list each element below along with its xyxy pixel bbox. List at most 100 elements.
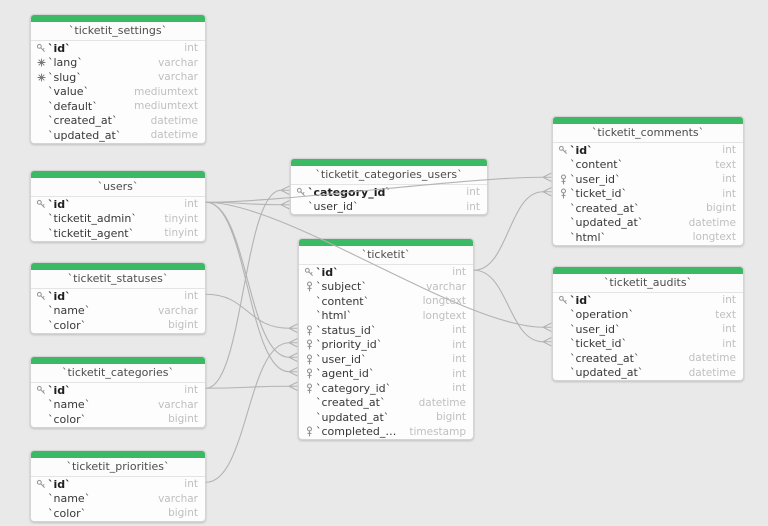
column-row[interactable]: `ticketit_admin`tinyint xyxy=(31,212,205,227)
table-ticketit_statuses[interactable]: `ticketit_statuses``id` int`name`varchar`… xyxy=(30,262,206,334)
table-ticketit_comments[interactable]: `ticketit_comments``id`int`content`text`… xyxy=(552,116,744,246)
column-type: int xyxy=(184,198,198,211)
column-row[interactable]: `category_id`int xyxy=(299,381,473,396)
column-row[interactable]: `created_at`bigint xyxy=(553,201,743,216)
column-type: int xyxy=(722,294,736,307)
table-title[interactable]: `ticketit_comments` xyxy=(553,124,743,143)
column-name: `html` xyxy=(316,309,353,323)
column-row[interactable]: `updated_at`datetime xyxy=(31,128,205,143)
column-row[interactable]: `lang`varchar xyxy=(31,56,205,71)
column-row[interactable]: `html` longtext xyxy=(299,309,473,324)
column-row[interactable]: `value`mediumtext xyxy=(31,85,205,100)
table-title[interactable]: `ticketit_categories` xyxy=(31,364,205,383)
table-users[interactable]: `users``id`int`ticketit_admin`tinyint`ti… xyxy=(30,170,206,242)
table-title[interactable]: `ticketit_priorities` xyxy=(31,458,205,477)
column-row[interactable]: `name`varchar xyxy=(31,492,205,507)
column-row[interactable]: `updated_at`datetime xyxy=(553,216,743,231)
table-header-bar[interactable] xyxy=(31,15,205,22)
table-columns: `id`int`lang`varchar`slug`varchar`value`… xyxy=(31,41,205,143)
table-columns: `category_id`int`user_id`int xyxy=(291,185,487,214)
column-row[interactable]: `slug`varchar xyxy=(31,70,205,85)
crows-foot-arrowhead xyxy=(288,338,298,348)
column-row[interactable]: `ticket_id`int xyxy=(553,337,743,352)
table-title[interactable]: `ticketit_categories_users` xyxy=(291,166,487,185)
column-name: `user_id` xyxy=(308,200,359,214)
column-row[interactable]: `status_id`int xyxy=(299,323,473,338)
column-name: `name` xyxy=(48,492,91,506)
table-title[interactable]: `ticketit` xyxy=(299,246,473,265)
crows-foot-arrowhead xyxy=(542,187,552,197)
table-header-bar[interactable] xyxy=(553,117,743,124)
column-row[interactable]: `color`bigint xyxy=(31,412,205,427)
table-header-bar[interactable] xyxy=(31,357,205,364)
column-row[interactable]: `color`bigint xyxy=(31,318,205,333)
column-name: `content` xyxy=(316,294,370,308)
column-row[interactable]: `updated_at`datetime xyxy=(553,366,743,381)
column-type: int xyxy=(184,290,198,303)
table-title[interactable]: `ticketit_statuses` xyxy=(31,270,205,289)
table-title[interactable]: `ticketit_audits` xyxy=(553,274,743,293)
column-type: longtext xyxy=(422,309,466,322)
table-header-bar[interactable] xyxy=(553,267,743,274)
column-row[interactable]: `user_id`int xyxy=(553,172,743,187)
column-row[interactable]: `id`int xyxy=(553,143,743,158)
column-row[interactable]: `id`int xyxy=(31,197,205,212)
table-header-bar[interactable] xyxy=(291,159,487,166)
table-header-bar[interactable] xyxy=(31,451,205,458)
column-row[interactable]: `content`longtext xyxy=(299,294,473,309)
column-row[interactable]: `content`text xyxy=(553,158,743,173)
column-type: bigint xyxy=(706,202,736,215)
column-row[interactable]: `id`int xyxy=(31,41,205,56)
column-row[interactable]: `created_at`datetime xyxy=(553,351,743,366)
column-row[interactable]: `default`mediumtext xyxy=(31,99,205,114)
table-ticketit_audits[interactable]: `ticketit_audits``id`int`operation`text`… xyxy=(552,266,744,381)
column-row[interactable]: `created_at`datetime xyxy=(31,114,205,129)
column-row[interactable]: `user_id`int xyxy=(299,352,473,367)
column-name: `id` xyxy=(570,143,593,157)
column-row[interactable]: `ticketit_agent`tinyint xyxy=(31,226,205,241)
table-title[interactable]: `ticketit_settings` xyxy=(31,22,205,41)
table-ticketit[interactable]: `ticketit``id`int`subject`varchar`conten… xyxy=(298,238,474,440)
column-row[interactable]: `agent_id`int xyxy=(299,367,473,382)
column-row[interactable]: `completed_a...timestamp xyxy=(299,425,473,440)
table-title[interactable]: `users` xyxy=(31,178,205,197)
column-row[interactable]: `id` int xyxy=(31,289,205,304)
column-row[interactable]: `id`int xyxy=(31,477,205,492)
column-name: `user_id` xyxy=(570,172,621,186)
column-row[interactable]: `category_id`int xyxy=(291,185,487,200)
column-name: `id` xyxy=(48,289,71,303)
column-row[interactable]: `name`varchar xyxy=(31,398,205,413)
column-type: text xyxy=(715,308,736,321)
column-name: `category_id` xyxy=(316,381,392,395)
column-row[interactable]: `priority_id`int xyxy=(299,338,473,353)
table-ticketit_priorities[interactable]: `ticketit_priorities``id`int`name`varcha… xyxy=(30,450,206,522)
column-row[interactable]: `user_id`int xyxy=(291,200,487,215)
column-row[interactable]: `html`longtext xyxy=(553,230,743,245)
column-row[interactable]: `color`bigint xyxy=(31,506,205,521)
relationship-line xyxy=(205,338,298,483)
column-row[interactable]: `id`int xyxy=(31,383,205,398)
column-name: `user_id` xyxy=(570,322,621,336)
column-name: `priority_id` xyxy=(316,338,383,352)
column-row[interactable]: `id`int xyxy=(553,293,743,308)
table-ticketit_categories_users[interactable]: `ticketit_categories_users``category_id`… xyxy=(290,158,488,215)
column-row[interactable]: `subject`varchar xyxy=(299,280,473,295)
primary-key-icon xyxy=(34,479,48,489)
table-header-bar[interactable] xyxy=(299,239,473,246)
column-name: `content` xyxy=(570,158,624,172)
column-row[interactable]: `updated_at`bigint xyxy=(299,410,473,425)
table-header-bar[interactable] xyxy=(31,263,205,270)
table-header-bar[interactable] xyxy=(31,171,205,178)
primary-key-icon xyxy=(556,145,570,155)
primary-key-icon xyxy=(34,291,48,301)
column-row[interactable]: `id`int xyxy=(299,265,473,280)
column-name: `name` xyxy=(48,398,91,412)
table-ticketit_categories[interactable]: `ticketit_categories``id`int`name`varcha… xyxy=(30,356,206,428)
table-ticketit_settings[interactable]: `ticketit_settings``id`int`lang`varchar`… xyxy=(30,14,206,144)
column-row[interactable]: `operation`text xyxy=(553,308,743,323)
column-row[interactable]: `user_id`int xyxy=(553,322,743,337)
column-row[interactable]: `created_at`datetime xyxy=(299,396,473,411)
column-row[interactable]: `name`varchar xyxy=(31,304,205,319)
column-row[interactable]: `ticket_id`int xyxy=(553,187,743,202)
